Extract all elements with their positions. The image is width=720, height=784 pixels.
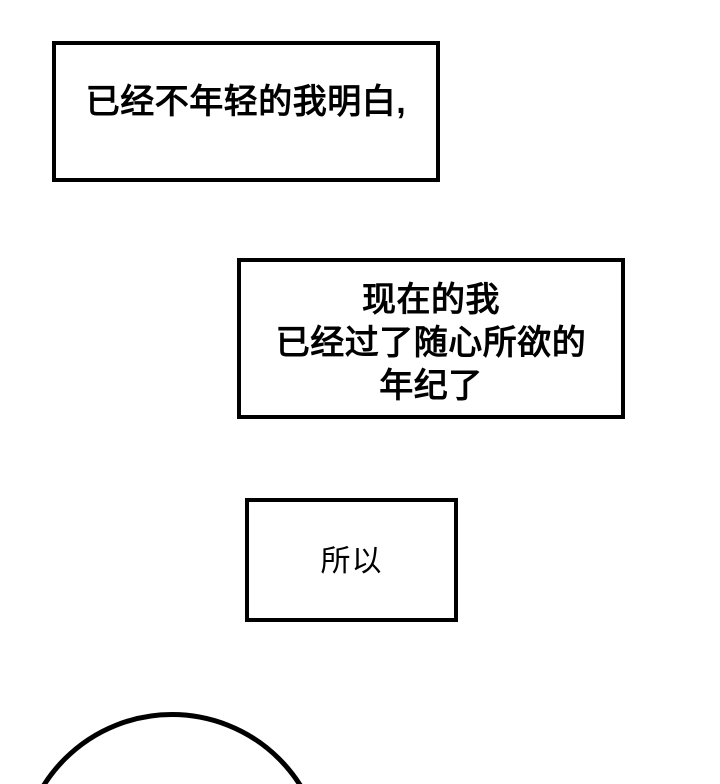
speech-bubble-outline bbox=[18, 712, 326, 784]
caption-2-line-3: 年纪了 bbox=[379, 367, 483, 405]
caption-box-1: 已经不年轻的我明白, bbox=[52, 41, 440, 182]
caption-2-line-1: 现在的我 bbox=[362, 281, 500, 319]
caption-box-2: 现在的我 已经过了随心所欲的 年纪了 bbox=[237, 258, 625, 419]
caption-3-text: 所以 bbox=[320, 545, 383, 578]
caption-2-text: 现在的我 已经过了随心所欲的 年纪了 bbox=[276, 279, 587, 408]
caption-1-text: 已经不年轻的我明白, bbox=[85, 83, 407, 121]
caption-box-3: 所以 bbox=[245, 498, 458, 622]
caption-2-line-2: 已经过了随心所欲的 bbox=[275, 324, 587, 362]
